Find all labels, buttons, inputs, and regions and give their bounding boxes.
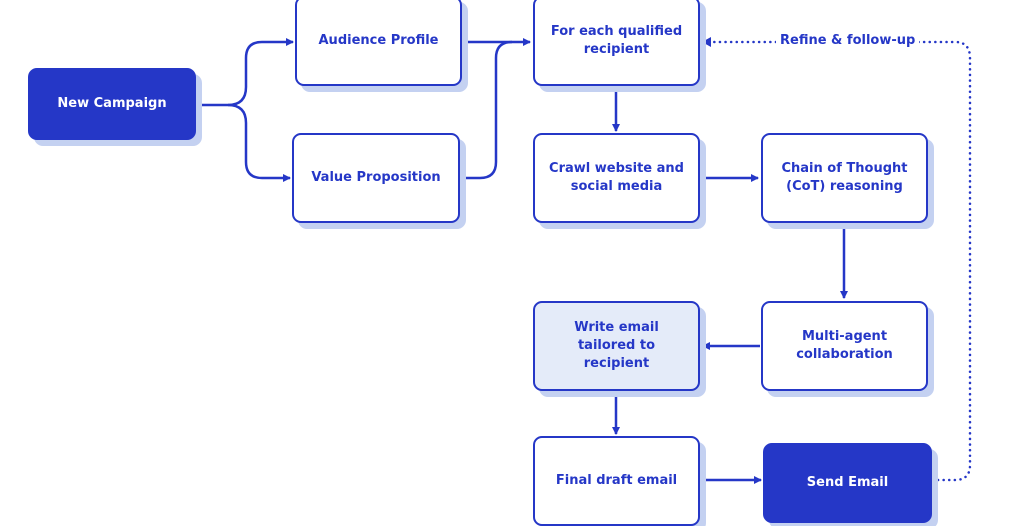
node-label: Audience Profile — [318, 33, 439, 48]
node-crawl-website[interactable]: Crawl website and social media — [533, 133, 700, 223]
node-chain-of-thought[interactable]: Chain of Thought (CoT) reasoning — [761, 133, 928, 223]
node-new-campaign[interactable]: New Campaign — [28, 68, 196, 140]
node-label: For each qualified recipient — [550, 24, 683, 57]
node-label: Final draft email — [555, 473, 678, 488]
flow-connectors — [202, 37, 972, 484]
node-label: Crawl website and social media — [549, 161, 684, 194]
node-send-email[interactable]: Send Email — [763, 443, 932, 523]
edge-send-email-refine-loop — [916, 40, 972, 482]
node-multi-agent[interactable]: Multi-agent collaboration — [761, 301, 928, 391]
node-for-each-recipient[interactable]: For each qualified recipient — [533, 0, 700, 86]
node-label: New Campaign — [57, 96, 167, 111]
node-label: Value Proposition — [311, 170, 441, 185]
node-label: Multi-agent collaboration — [796, 329, 893, 362]
node-final-draft[interactable]: Final draft email — [533, 436, 700, 526]
node-label: Write email tailored to recipient — [574, 320, 659, 371]
edge-value-proposition-to-for-each — [460, 40, 513, 180]
node-label: Send Email — [806, 475, 889, 490]
refine-follow-up-label: Refine & follow-up — [776, 33, 920, 48]
node-audience-profile[interactable]: Audience Profile — [295, 0, 462, 86]
node-value-proposition[interactable]: Value Proposition — [292, 133, 460, 223]
edge-new-campaign-to-value-proposition — [227, 103, 291, 182]
arrowhead-refine — [702, 37, 711, 47]
node-write-email[interactable]: Write email tailored to recipient — [533, 301, 700, 391]
node-label: Chain of Thought (CoT) reasoning — [781, 161, 908, 194]
edge-new-campaign-to-audience-profile — [202, 38, 294, 107]
